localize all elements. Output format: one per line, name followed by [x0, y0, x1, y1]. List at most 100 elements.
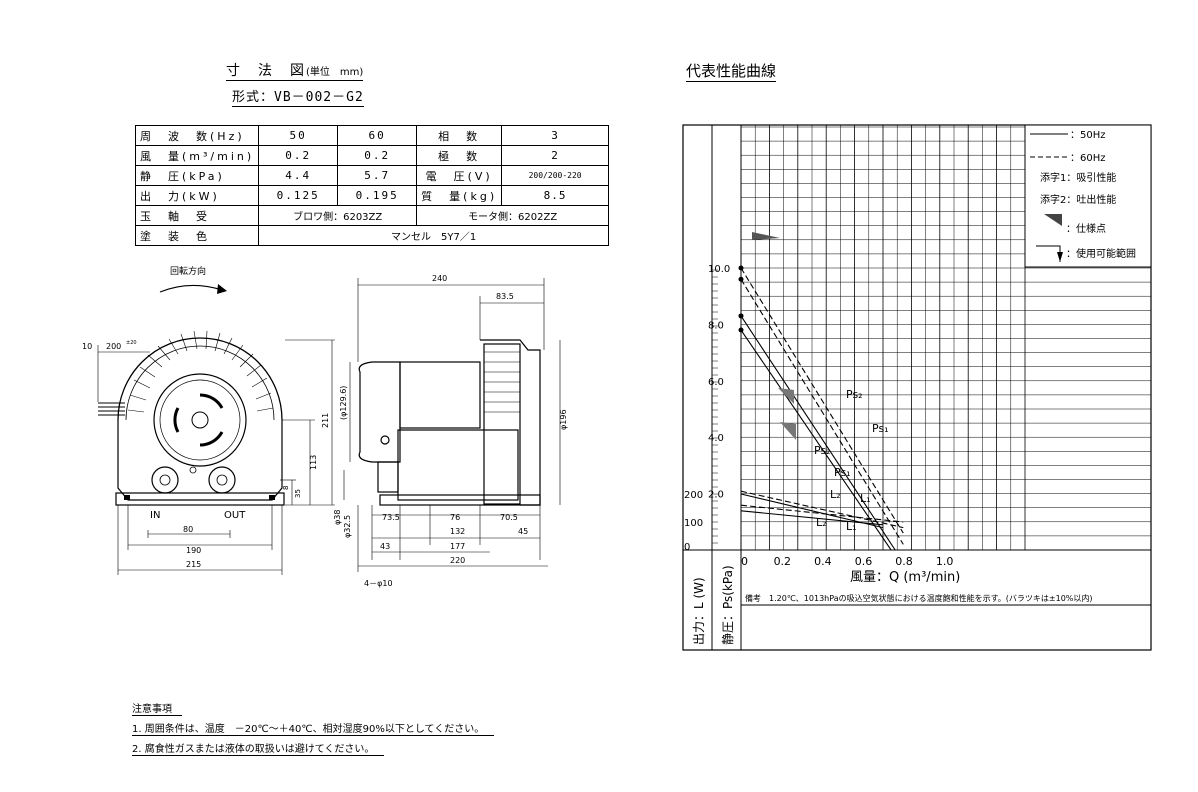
legend-spec-point: ：仕様点: [1066, 222, 1106, 235]
chart-frame: [682, 124, 1152, 651]
mass-label: 質 量(kg): [416, 185, 503, 206]
legend-usable-range: ：使用可能範囲: [1066, 247, 1136, 260]
rotation-arrowhead-icon: [217, 284, 227, 294]
dim-240: 240: [432, 274, 447, 283]
spec-point-marker: [780, 422, 796, 440]
in-port-label: IN: [150, 510, 160, 521]
rotation-label: 回転方向: [170, 265, 206, 277]
dim-129-6: (φ129.6): [339, 386, 348, 420]
spec-table: 周 波 数(Hz) 50 60 相 数 3 風 量(m³/min) 0.2 0.…: [134, 125, 610, 246]
side-dimension-lines: [343, 278, 561, 572]
series-label: Ps₂: [846, 388, 863, 401]
series-start-point: [738, 327, 744, 333]
notes-heading: 注意事項: [132, 700, 182, 716]
x-tick-label: 0: [741, 555, 748, 568]
dim-70-5: 70.5: [500, 513, 518, 522]
legend-suffix2: 添字2：吐出性能: [1040, 193, 1116, 206]
legend-50hz: ：50Hz: [1070, 130, 1106, 141]
series-start-point: [738, 265, 744, 271]
y-tick-label-pressure: 4.0: [708, 433, 724, 444]
chart-title: 代表性能曲線: [686, 60, 777, 82]
model-label: 形式：VB－002－G2: [232, 86, 364, 107]
front-dimension-lines: [97, 339, 335, 575]
table-row: 周 波 数(Hz) 50 60 相 数 3: [134, 125, 610, 146]
dim-190: 190: [186, 546, 201, 555]
usable-range-arrow-icon: [1057, 252, 1063, 262]
dim-35: 35: [294, 489, 302, 498]
series-label: Ps₂: [814, 444, 831, 457]
pressure-50: 4.4: [258, 165, 339, 186]
y-label-pressure: 静圧：Ps(kPa): [721, 565, 735, 645]
output-60: 0.195: [337, 185, 418, 206]
y-tick-label-power: 100: [684, 518, 703, 529]
series-label: L₁: [860, 492, 871, 505]
x-tick-label: 0.6: [855, 555, 873, 568]
dim-200-tolerance: ±20: [126, 340, 137, 346]
spec-point-icon: [1044, 214, 1062, 226]
series-line: [740, 329, 892, 551]
y-tick-label-power: 0: [684, 542, 690, 553]
series-line: [740, 278, 904, 545]
table-row: 静 圧(kPa) 4.4 5.7 電 圧(V) 200/200-220: [134, 165, 610, 186]
dim-38: φ38: [333, 510, 342, 525]
dim-4-phi-10: 4－φ10: [364, 579, 393, 588]
dim-200: 200: [106, 342, 121, 351]
dim-211: 211: [321, 413, 330, 428]
dim-80: 80: [183, 525, 193, 534]
x-tick-label: 0.8: [895, 555, 913, 568]
dim-177: 177: [450, 542, 465, 551]
paint-value: マンセル 5Y7／1: [258, 225, 610, 246]
dim-10: 10: [82, 342, 92, 351]
chart-ticks: 0 0.2 0.4 0.6 0.8 1.0 2.0 4.0 6.0 8.0 10.0 0 100 200: [684, 264, 953, 568]
legend-box: [1024, 124, 1152, 268]
dim-43: 43: [380, 542, 390, 551]
x-tick-label: 0.2: [774, 555, 792, 568]
chart-title-text: 代表性能曲線: [686, 62, 777, 82]
legend-60hz: ：60Hz: [1070, 153, 1106, 164]
dim-132: 132: [450, 527, 465, 536]
spec-point-marker: [752, 232, 780, 240]
dim-83-5: 83.5: [496, 292, 514, 301]
y-tick-label-pressure: 2.0: [708, 490, 724, 501]
rotation-arrow-icon: [159, 284, 223, 293]
out-port-label: OUT: [224, 510, 246, 521]
series-line: [740, 490, 904, 529]
model-text: 形式：VB－002－G2: [232, 90, 364, 107]
series-label: L₁: [846, 520, 857, 533]
y-tick-label-pressure: 6.0: [708, 377, 724, 388]
x-axis-label: 風量：Q (m³/min): [850, 570, 960, 585]
series-label: L₂: [816, 516, 827, 529]
table-row: 玉 軸 受 ブロワ側：6203ZZ モータ側：6202ZZ: [134, 205, 610, 226]
dim-215: 215: [186, 560, 201, 569]
y-tick-label-power: 200: [684, 490, 703, 501]
series-label: Ps₁: [872, 422, 889, 435]
y-label-power: 出力：L (W): [692, 577, 706, 645]
series-label: L₂: [830, 488, 841, 501]
series-label: Ps₁: [834, 466, 851, 479]
note-item-1: 1. 周囲条件は、温度 －20℃～＋40℃、相対湿度90%以下としてください。: [132, 720, 495, 736]
series-start-point: [738, 276, 744, 282]
dimension-drawing: 回転方向: [82, 265, 568, 588]
dim-8: 8: [282, 486, 290, 490]
flow-label: 風 量(m³/min): [134, 145, 260, 166]
front-view: [98, 330, 285, 506]
drawing-title-text: 寸 法 図: [226, 63, 306, 79]
dim-73-5: 73.5: [382, 513, 400, 522]
drawing-title-unit: (単位 mm): [306, 67, 364, 78]
x-tick-label: 1.0: [936, 555, 954, 568]
drawing-title: 寸 法 図(単位 mm): [226, 60, 364, 81]
chart-note: 備考 1.20℃、1013hPaの吸込空気状態における温度飽和性能を示す。(バラ…: [745, 593, 1093, 603]
side-view: [358, 339, 541, 506]
x-tick-label: 0.4: [814, 555, 832, 568]
series-line: [740, 504, 904, 523]
freq-50: 50: [258, 125, 339, 146]
series-line: [740, 493, 884, 529]
y-tick-label-pressure: 8.0: [708, 320, 724, 331]
poles-label: 極 数: [416, 145, 503, 166]
legend-suffix1: 添字1：吸引性能: [1040, 171, 1116, 184]
y-tick-label-pressure: 10.0: [708, 264, 730, 275]
pressure-label: 静 圧(kPa): [134, 165, 260, 186]
dim-113: 113: [309, 455, 318, 470]
